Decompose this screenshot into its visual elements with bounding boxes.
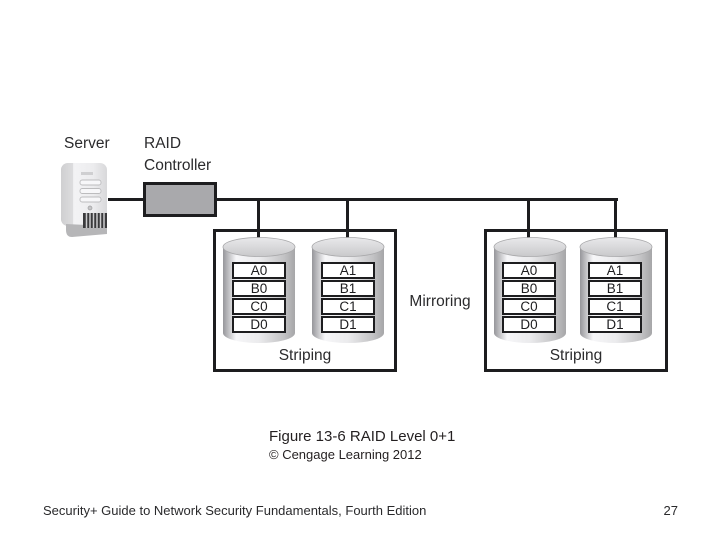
disk-block: B0 (232, 280, 286, 297)
disk4-block-stack: A1 B1 C1 D1 (588, 262, 642, 334)
connector-drop-disk3 (527, 198, 530, 251)
raid-controller-label-line2: Controller (144, 157, 212, 174)
disk-block: D1 (321, 316, 375, 333)
connector-line-server-to-controller (108, 198, 143, 201)
disk-block: C1 (321, 298, 375, 315)
disk-block: A0 (232, 262, 286, 279)
disk-block: C1 (588, 298, 642, 315)
server-label: Server (64, 135, 110, 152)
disk3-block-stack: A0 B0 C0 D0 (502, 262, 556, 334)
disk-block: D1 (588, 316, 642, 333)
disk-block: D0 (232, 316, 286, 333)
disk1-block-stack: A0 B0 C0 D0 (232, 262, 286, 334)
disk-block: A1 (588, 262, 642, 279)
figure-caption: Figure 13-6 RAID Level 0+1 (269, 428, 456, 445)
connector-drop-disk1 (257, 198, 260, 251)
footer-book-title: Security+ Guide to Network Security Fund… (43, 503, 427, 518)
page-number: 27 (663, 503, 678, 518)
connector-drop-disk2 (346, 198, 349, 251)
striping-group-box-2: Striping (484, 229, 668, 372)
connector-drop-disk4 (614, 198, 617, 251)
disk-block: B1 (321, 280, 375, 297)
disk-block: C0 (502, 298, 556, 315)
disk-block: B0 (502, 280, 556, 297)
server-icon (61, 163, 107, 237)
raid-controller-label-line1: RAID (144, 135, 182, 152)
copyright-line: © Cengage Learning 2012 (269, 447, 422, 462)
raid-controller-label: RAID Controller (144, 133, 211, 177)
disk-block: D0 (502, 316, 556, 333)
disk-block: B1 (588, 280, 642, 297)
raid-controller-box (143, 182, 217, 217)
disk2-block-stack: A1 B1 C1 D1 (321, 262, 375, 334)
mirroring-label: Mirroring (409, 293, 471, 310)
striping-label-1: Striping (278, 347, 332, 364)
striping-label-2: Striping (549, 347, 603, 364)
striping-group-box-1: Striping (213, 229, 397, 372)
disk-block: A0 (502, 262, 556, 279)
disk-block: C0 (232, 298, 286, 315)
disk-block: A1 (321, 262, 375, 279)
connector-bus-line (215, 198, 618, 201)
